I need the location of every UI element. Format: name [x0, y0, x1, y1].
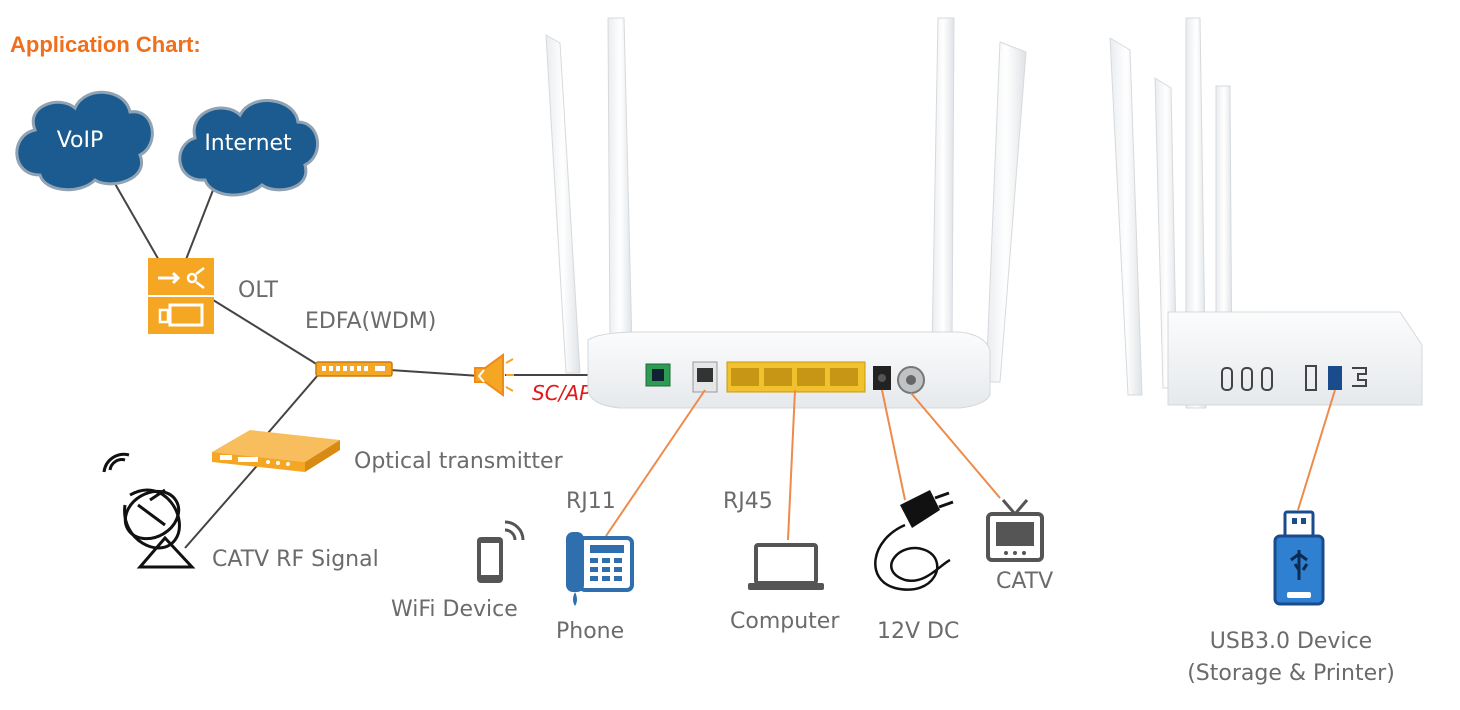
rj45-ports — [726, 361, 866, 393]
page-title: Application Chart: — [10, 32, 201, 57]
router-side — [1109, 17, 1423, 409]
internet-label: Internet — [204, 131, 292, 156]
rj11-label: RJ11 — [566, 489, 616, 514]
network-links — [109, 174, 650, 549]
wifi-device-label: WiFi Device — [391, 597, 518, 622]
optical-transmitter-icon — [212, 430, 340, 472]
computer-icon — [748, 543, 824, 590]
usb-port — [1328, 366, 1342, 390]
tv-icon — [986, 499, 1044, 562]
usb-stick-icon — [1273, 510, 1325, 606]
voip-label: VoIP — [57, 128, 104, 153]
catv-rf-label: CATV RF Signal — [212, 547, 379, 572]
splitter-icon — [474, 353, 514, 397]
phone-label: Phone — [556, 619, 624, 644]
wifi-device-icon — [477, 520, 525, 583]
dc12v-label: 12V DC — [877, 619, 959, 644]
power-adapter-icon — [874, 490, 954, 591]
optical-transmitter-label: Optical transmitter — [354, 449, 564, 474]
computer-label: Computer — [730, 609, 840, 634]
internet-cloud-icon: Internet — [178, 99, 320, 197]
olt-label: OLT — [238, 278, 279, 303]
usb-label-line2: (Storage & Printer) — [1187, 661, 1395, 686]
edfa-icon — [315, 361, 393, 377]
port-leader-lines — [605, 389, 1336, 541]
olt-icon — [148, 258, 214, 334]
catv-label: CATV — [996, 569, 1053, 594]
rj45-label: RJ45 — [723, 489, 773, 514]
phone-icon — [566, 532, 634, 606]
edfa-label: EDFA(WDM) — [305, 309, 436, 334]
voip-cloud-icon: VoIP — [15, 90, 154, 192]
satellite-dish-icon — [102, 452, 196, 569]
usb-label-line1: USB3.0 Device — [1210, 629, 1372, 654]
router-front — [545, 17, 1027, 409]
